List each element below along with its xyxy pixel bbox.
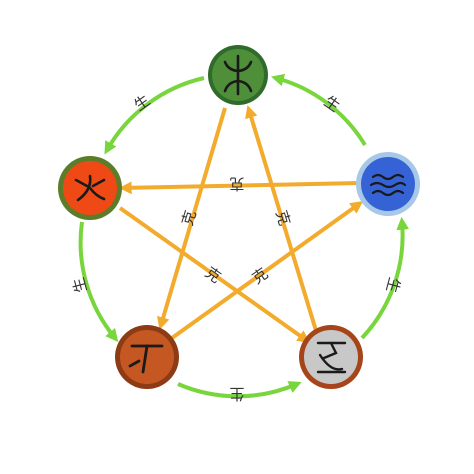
earth-seal-icon [128,344,164,374]
cycle-arrow-fire-to-earth [78,221,119,342]
water-seal-icon [369,173,407,197]
earth-node-disc [120,330,174,384]
fire-node [58,156,122,220]
metal-seal-icon [316,341,347,374]
wood-seal-icon [223,54,253,96]
cycle-label: 生 [382,275,403,294]
star-arrow-water-to-fire [118,181,361,195]
overcoming-labels: 克 克 克 克 克 [178,175,294,288]
earth-node [115,325,179,389]
star-label: 克 [178,208,200,228]
cycle-arrow-metal-to-water [360,216,410,340]
water-node [356,152,420,216]
star-arrow-fire-to-metal [118,206,311,343]
water-node-disc [361,157,415,211]
cycle-arrow-wood-to-fire [104,76,205,155]
cycle-label: 生 [69,275,90,294]
star-arrow-metal-to-wood [245,105,319,335]
wood-node [208,45,268,105]
star-arrow-wood-to-earth [157,107,227,330]
fire-seal-icon [74,174,106,202]
overcoming-star [118,105,364,345]
star-label: 克 [229,175,244,193]
cycle-arrow-earth-to-metal [177,381,302,399]
cycle-label: 生 [229,385,244,403]
metal-node-disc [304,330,358,384]
metal-node [299,325,363,389]
star-arrow-earth-to-water [163,201,364,345]
star-label: 克 [272,208,294,228]
generating-cycle [78,73,410,399]
cycle-label: 生 [131,91,154,114]
cycle-arrow-water-to-wood [271,73,367,147]
